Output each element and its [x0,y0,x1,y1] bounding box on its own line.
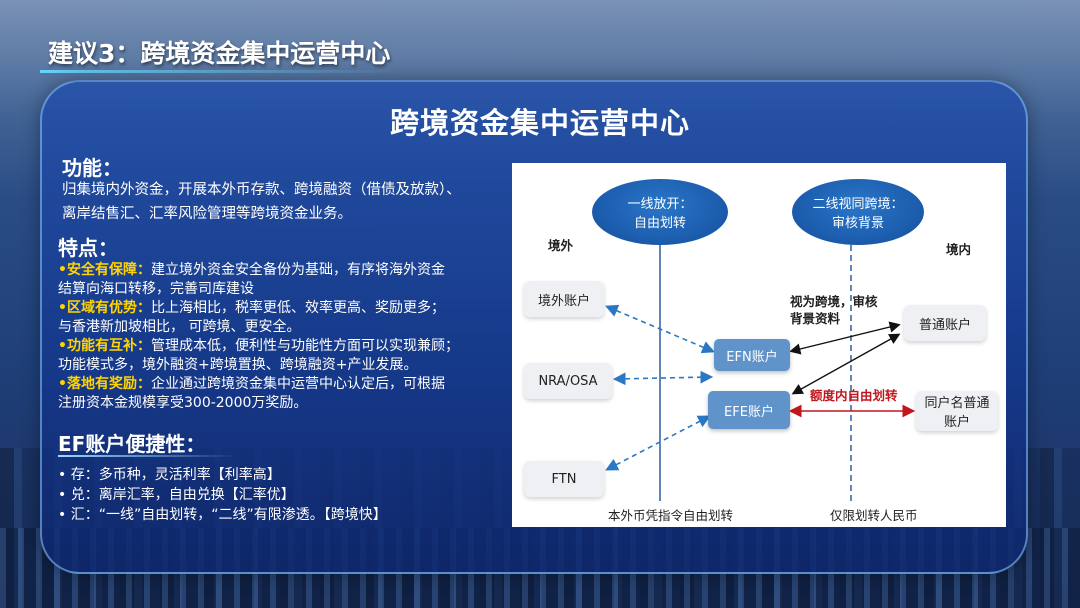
feature-1-text: 建立境外资金安全备份为基础，有序将海外资金 [150,262,445,278]
oval-line-one-text-2: 自由划转 [633,216,686,231]
label-bottom-left: 本外币凭指令自由划转 [608,508,734,523]
box-same-name-account: 同户名普通 账户 [916,391,998,431]
box-efn-account: EFN账户 [714,339,790,371]
diagram-lines [605,235,916,501]
features-heading: 特点： [58,236,118,260]
feature-1-bullet: •安全有保障： [58,262,151,278]
arrow-offshore-efn [605,304,715,354]
oval-line-two-text-2: 审核背景 [831,216,884,231]
arrow-ftn-efe [605,415,711,471]
feature-2-text: 比上海相比，税率更低、效率更高、奖励更多； [150,300,445,316]
feature-3-bullet: •功能有互补： [58,338,151,354]
box-offshore-account: 境外账户 [524,281,604,317]
feature-3-line-2: 功能模式多，境外融资+跨境置换、跨境融资+产业发展。 [58,357,418,373]
panel-title: 跨境资金集中运营中心 [389,106,690,140]
arrow-efn-normal [789,321,901,355]
feature-1-line-2: 结算向海口转移，完善司库建设 [58,281,254,297]
label-cross-border-2: 背景资料 [790,311,841,326]
feature-4-text: 企业通过跨境资金集中运营中心认定后，可根据 [150,376,445,392]
oval-line-two-text-1: 二线视同跨境： [812,197,904,212]
ef-line-3: • 汇：“一线”自由划转，“二线”有限渗透。【跨境快】 [58,507,387,523]
feature-2-line-1: •区域有优势：比上海相比，税率更低、效率更高、奖励更多； [58,298,445,318]
feature-2-line-2: 与香港新加坡相比， 可跨境、更安全。 [58,319,301,335]
label-outside: 境外 [548,238,574,253]
feature-1-line-1: •安全有保障：建立境外资金安全备份为基础，有序将海外资金 [58,260,445,280]
ef-heading: EF账户便捷性： [58,432,206,456]
feature-3-text: 管理成本低，便利性与功能性方面可以实现兼顾； [150,338,459,354]
oval-line-one: 一线放开： 自由划转 [592,179,728,245]
arrow-nra-efn [612,370,714,386]
feature-4-bullet: •落地有奖励： [58,376,151,392]
feature-4-line-2: 注册资本金规模享受300-2000万奖励。 [58,395,308,411]
feature-3-line-1: •功能有互补：管理成本低，便利性与功能性方面可以实现兼顾； [58,336,459,356]
ef-line-1: • 存：多币种，灵活利率【利率高】 [58,467,281,483]
slide-title: 建议3：跨境资金集中运营中心 [48,39,391,68]
box-ftn: FTN [524,461,604,497]
box-normal-account: 普通账户 [904,305,986,341]
label-quota-transfer: 额度内自由划转 [810,388,898,403]
feature-4-line-1: •落地有奖励：企业通过跨境资金集中运营中心认定后，可根据 [58,374,445,394]
ef-line-2: • 兑：离岸汇率，自由兑换【汇率优】 [58,487,295,503]
oval-line-one-text-1: 一线放开： [627,197,693,212]
label-bottom-right: 仅限划转人民币 [830,508,918,523]
label-inside: 境内 [946,242,972,257]
functions-line-2: 离岸结售汇、汇率风险管理等跨境资金业务。 [62,206,352,222]
title-underline [40,70,400,73]
same-name-text-1: 同户名普通 [924,396,990,411]
oval-line-two: 二线视同跨境： 审核背景 [792,179,924,245]
functions-heading: 功能： [62,156,122,180]
arrow-efe-normal [791,333,901,395]
feature-2-bullet: •区域有优势： [58,300,151,316]
same-name-text-2: 账户 [943,415,970,430]
box-efe-account: EFE账户 [708,391,790,429]
label-cross-border-1: 视为跨境，审核 [790,294,878,309]
account-diagram: 一线放开： 自由划转 二线视同跨境： 审核背景 境外 境内 境外账户 NRA/O… [512,163,1006,527]
ef-heading-underline [58,455,238,457]
box-nra-osa: NRA/OSA [524,363,612,399]
functions-line-1: 归集境内外资金，开展本外币存款、跨境融资（借债及放款）、 [62,182,461,198]
